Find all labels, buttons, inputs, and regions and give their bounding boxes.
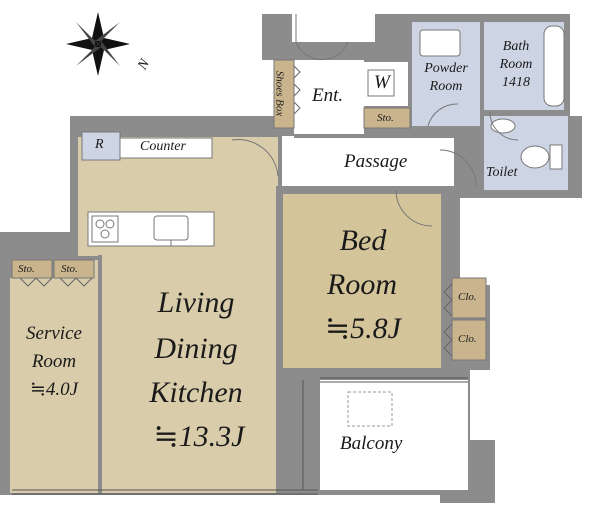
bath-door: [489, 111, 519, 141]
toilet-tank: [549, 144, 563, 170]
bathroom-size: 1418: [502, 75, 530, 90]
toilet-label: Toilet: [486, 165, 518, 180]
bedroom-area: ≒5.8J: [325, 312, 401, 345]
service-room-area: ≒4.0J: [29, 379, 79, 400]
toilet-sink: [490, 118, 516, 134]
counter-label: Counter: [140, 139, 186, 154]
storage-blocks: [11, 59, 487, 361]
storage-service-1-label: Sto.: [18, 263, 35, 275]
closet-2-label: Clo.: [458, 333, 477, 345]
toilet-bowl: [520, 145, 550, 169]
bathroom-label-line1: Bath: [502, 39, 530, 54]
sto-service-1: [11, 259, 53, 279]
bathtub: [543, 25, 565, 107]
clo-1: [451, 277, 487, 319]
passage-label: Passage: [344, 151, 408, 172]
closet-1-label: Clo.: [458, 291, 477, 303]
washer: [367, 69, 395, 97]
washer-label: W: [374, 72, 390, 93]
bedroom-label-line1: Bed: [339, 224, 387, 257]
entrance-floor: [294, 60, 364, 136]
kitchen-sink: [153, 215, 189, 241]
glazing: [12, 377, 468, 495]
compass-icon: [66, 12, 130, 76]
wet-fixtures: [367, 25, 565, 170]
kitchen-fixtures: [81, 131, 215, 247]
bedroom-door: [395, 189, 433, 227]
entrance-label: Ent.: [312, 85, 344, 106]
outdoor-unit: [347, 391, 393, 427]
entry-door: [295, 14, 349, 61]
ldk-door: [231, 139, 279, 177]
ldk-area: ≒13.3J: [153, 420, 245, 453]
shoes-box-label: Shoes Box: [273, 70, 286, 117]
balcony-floor: [318, 380, 468, 490]
bathroom-label-line2: Room: [499, 57, 533, 72]
powder-door: [427, 103, 459, 127]
powder-room-label-line1: Powder: [424, 61, 468, 76]
ldk-label-line2: Dining: [154, 332, 238, 365]
refrigerator: [81, 131, 121, 161]
toilet-door: [439, 149, 477, 187]
passage-floor: [282, 136, 454, 186]
powder-room-label-line2: Room: [429, 79, 463, 94]
service-room-label-line1: Service: [26, 323, 82, 344]
refrigerator-label: R: [95, 137, 104, 152]
ldk-label-line1: Living: [157, 286, 235, 319]
sto-entry: [363, 107, 411, 129]
storage-service-2-label: Sto.: [61, 263, 78, 275]
sto-service-2: [53, 259, 95, 279]
powder-sink: [419, 29, 461, 57]
shoes-box: [273, 59, 295, 129]
ldk-label-line3: Kitchen: [149, 376, 243, 409]
balcony-label: Balcony: [340, 433, 403, 454]
doors: [231, 14, 519, 227]
bedroom-label-line2: Room: [327, 268, 397, 301]
storage-entry-label: Sto.: [377, 112, 394, 124]
closet-door-marks: [19, 65, 453, 357]
service-room-label-line2: Room: [31, 351, 77, 372]
